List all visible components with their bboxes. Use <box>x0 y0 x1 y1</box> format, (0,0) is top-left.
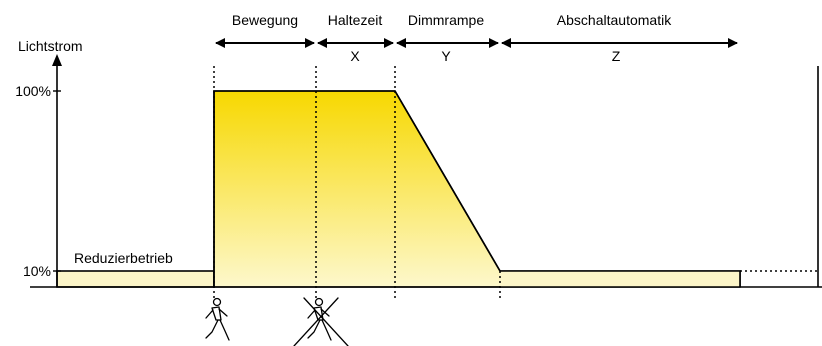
phase-label-abschaltautomatik: Abschaltautomatik <box>557 12 672 28</box>
y-tick-label-10: 10% <box>23 263 51 279</box>
baseline-label: Reduzierbetrieb <box>74 250 173 266</box>
phase-label-haltezeit: Haltezeit <box>328 12 383 28</box>
phase-label-dimmrampe: Dimmrampe <box>408 12 484 28</box>
phase-label-bewegung: Bewegung <box>232 12 298 28</box>
light-level-outline <box>213 90 741 287</box>
variable-y: Y <box>441 48 451 64</box>
y-tick-label-100: 100% <box>15 83 51 99</box>
variable-z: Z <box>612 48 621 64</box>
light-level-area <box>213 90 741 288</box>
reduced-mode-area-left <box>56 270 215 288</box>
y-axis-label: Lichtstrom <box>18 38 83 54</box>
variable-x: X <box>350 48 360 64</box>
walking-person-icon <box>205 297 230 341</box>
reduced-mode-area-right <box>500 271 740 287</box>
y-axis-arrow-icon <box>52 54 62 66</box>
walking-person-crossed-out-icon <box>293 297 349 346</box>
